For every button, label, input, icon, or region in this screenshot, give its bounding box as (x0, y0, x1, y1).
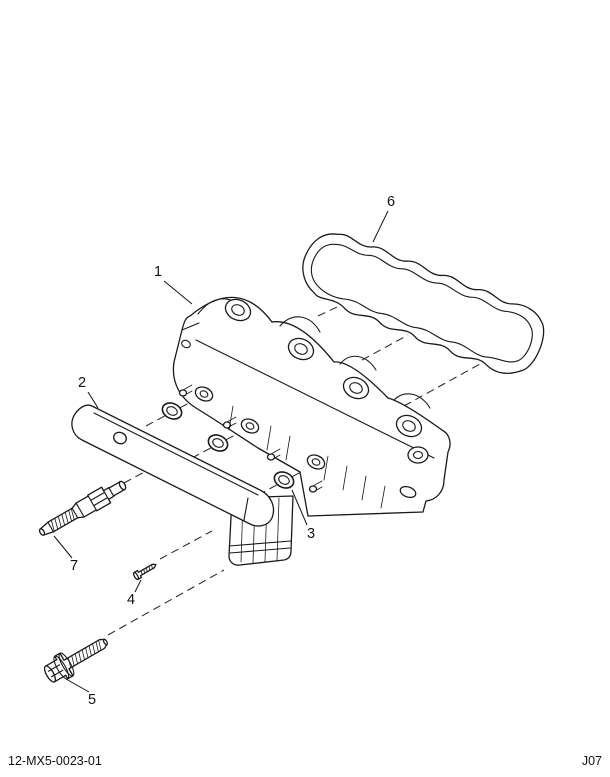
port-ring-inner (349, 382, 363, 394)
port-ring (342, 376, 370, 400)
plug-section-lines (47, 486, 115, 533)
o-ring (161, 402, 183, 420)
callout-2: 2 (78, 375, 86, 391)
screw-body (133, 563, 157, 581)
callout-2-leader (87, 391, 99, 409)
stud-cap (266, 453, 276, 461)
gasket-part (302, 233, 545, 375)
port-ring-inner (402, 420, 416, 432)
rail-end-step (243, 497, 249, 521)
callouts: 1 2 3 4 5 6 7 (53, 194, 395, 708)
bolt-washer-edge (58, 652, 75, 677)
left-end-boss (181, 339, 191, 349)
bolt-hex-facets (47, 664, 64, 678)
seal-port (194, 386, 214, 402)
bolt-washer-edge (53, 655, 70, 680)
stud-cap (222, 421, 232, 429)
callout-6-leader (372, 210, 389, 243)
bolt-part (43, 638, 109, 683)
cover-face-edge (181, 322, 435, 459)
seal-port-inner (311, 458, 321, 466)
rail-hole (113, 431, 127, 445)
o-ring (273, 471, 295, 489)
callout-5-leader (65, 678, 90, 693)
cover-neck-flange (228, 540, 292, 554)
cover-ribs (228, 405, 386, 509)
cover-stud-lines (182, 384, 323, 493)
o-ring-inner (278, 475, 290, 485)
page-code: J07 (582, 754, 602, 768)
o-ring (207, 434, 229, 452)
stud-cap (308, 485, 318, 493)
rail-top-edge (93, 412, 259, 496)
seal-port (240, 418, 260, 434)
gasket-outer-edge (302, 233, 545, 375)
callout-5: 5 (88, 692, 96, 708)
seal-port-inner (245, 422, 255, 430)
seal-rings-part (161, 402, 295, 489)
end-oval-port (399, 485, 417, 499)
cover-hump-inner-edges (197, 298, 431, 409)
bolt-head-cap (43, 665, 57, 683)
callout-1-leader (163, 280, 193, 305)
footer: 12-MX5-0023-01 J07 (8, 754, 602, 768)
screw-part (132, 563, 157, 581)
plug-silhouette (39, 480, 126, 536)
callout-7: 7 (70, 558, 78, 574)
callout-4: 4 (127, 592, 135, 608)
o-ring-inner (166, 406, 178, 416)
bolt-tip-cap (102, 638, 109, 646)
screw-head-cap (132, 571, 140, 581)
callout-1: 1 (154, 264, 162, 280)
port-ring (287, 337, 315, 361)
cover-neck-ribs (240, 497, 280, 564)
port-ring-inner (294, 343, 308, 355)
callout-7-leader (53, 535, 73, 559)
bolt-threads (67, 639, 102, 669)
port-ring-inner (231, 304, 245, 316)
port-ring (395, 414, 423, 438)
port-ring (224, 298, 252, 322)
end-boss (407, 446, 429, 464)
bolt-axis-line (107, 569, 225, 636)
screw-axis-line (159, 530, 213, 560)
screw-threads (140, 564, 153, 576)
callout-6: 6 (387, 194, 395, 210)
document-number: 12-MX5-0023-01 (8, 754, 102, 768)
callout-4-leader (134, 579, 142, 593)
cover-outline (172, 296, 451, 517)
callout-3-leader (291, 489, 308, 526)
side-cover-part (71, 404, 275, 527)
callout-3: 3 (307, 526, 315, 542)
o-ring-inner (212, 438, 224, 448)
plug-end-cap (118, 480, 127, 491)
seal-port-inner (199, 390, 209, 398)
glow-plug-part (38, 480, 127, 536)
plug-threads (50, 508, 75, 532)
valve-cover-part (172, 296, 451, 566)
gasket-inner-edge (310, 243, 533, 363)
plug-tip-cap (38, 528, 46, 536)
stud-cap (178, 389, 188, 397)
seal-port (306, 454, 326, 470)
end-boss-inner (412, 450, 424, 460)
